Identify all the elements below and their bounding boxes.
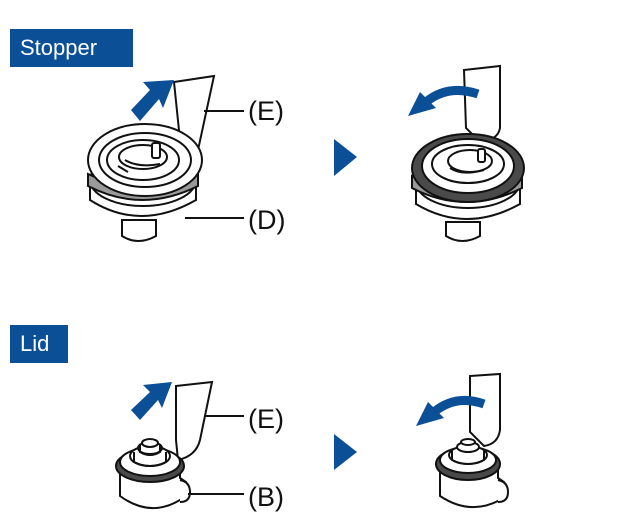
next-step-triangle-icon xyxy=(334,434,357,470)
callout-e-stopper: (E) xyxy=(248,96,284,126)
section-label-lid: Lid xyxy=(10,325,68,363)
lid-step1-illustration xyxy=(115,380,244,510)
stopper-step2-illustration xyxy=(411,64,525,242)
up-arrow-icon xyxy=(131,80,174,121)
callout-d-stopper: (D) xyxy=(248,205,286,235)
up-arrow-icon xyxy=(131,382,172,420)
lid-step2-illustration xyxy=(435,372,510,509)
callout-e-lid: (E) xyxy=(248,404,284,434)
rotate-left-arrow-icon xyxy=(408,85,480,116)
rotate-left-arrow-icon xyxy=(416,395,486,426)
callout-b-lid: (B) xyxy=(248,482,284,512)
section-label-stopper: Stopper xyxy=(10,29,133,67)
stopper-step1-illustration xyxy=(87,74,244,242)
next-step-triangle-icon xyxy=(334,139,357,176)
